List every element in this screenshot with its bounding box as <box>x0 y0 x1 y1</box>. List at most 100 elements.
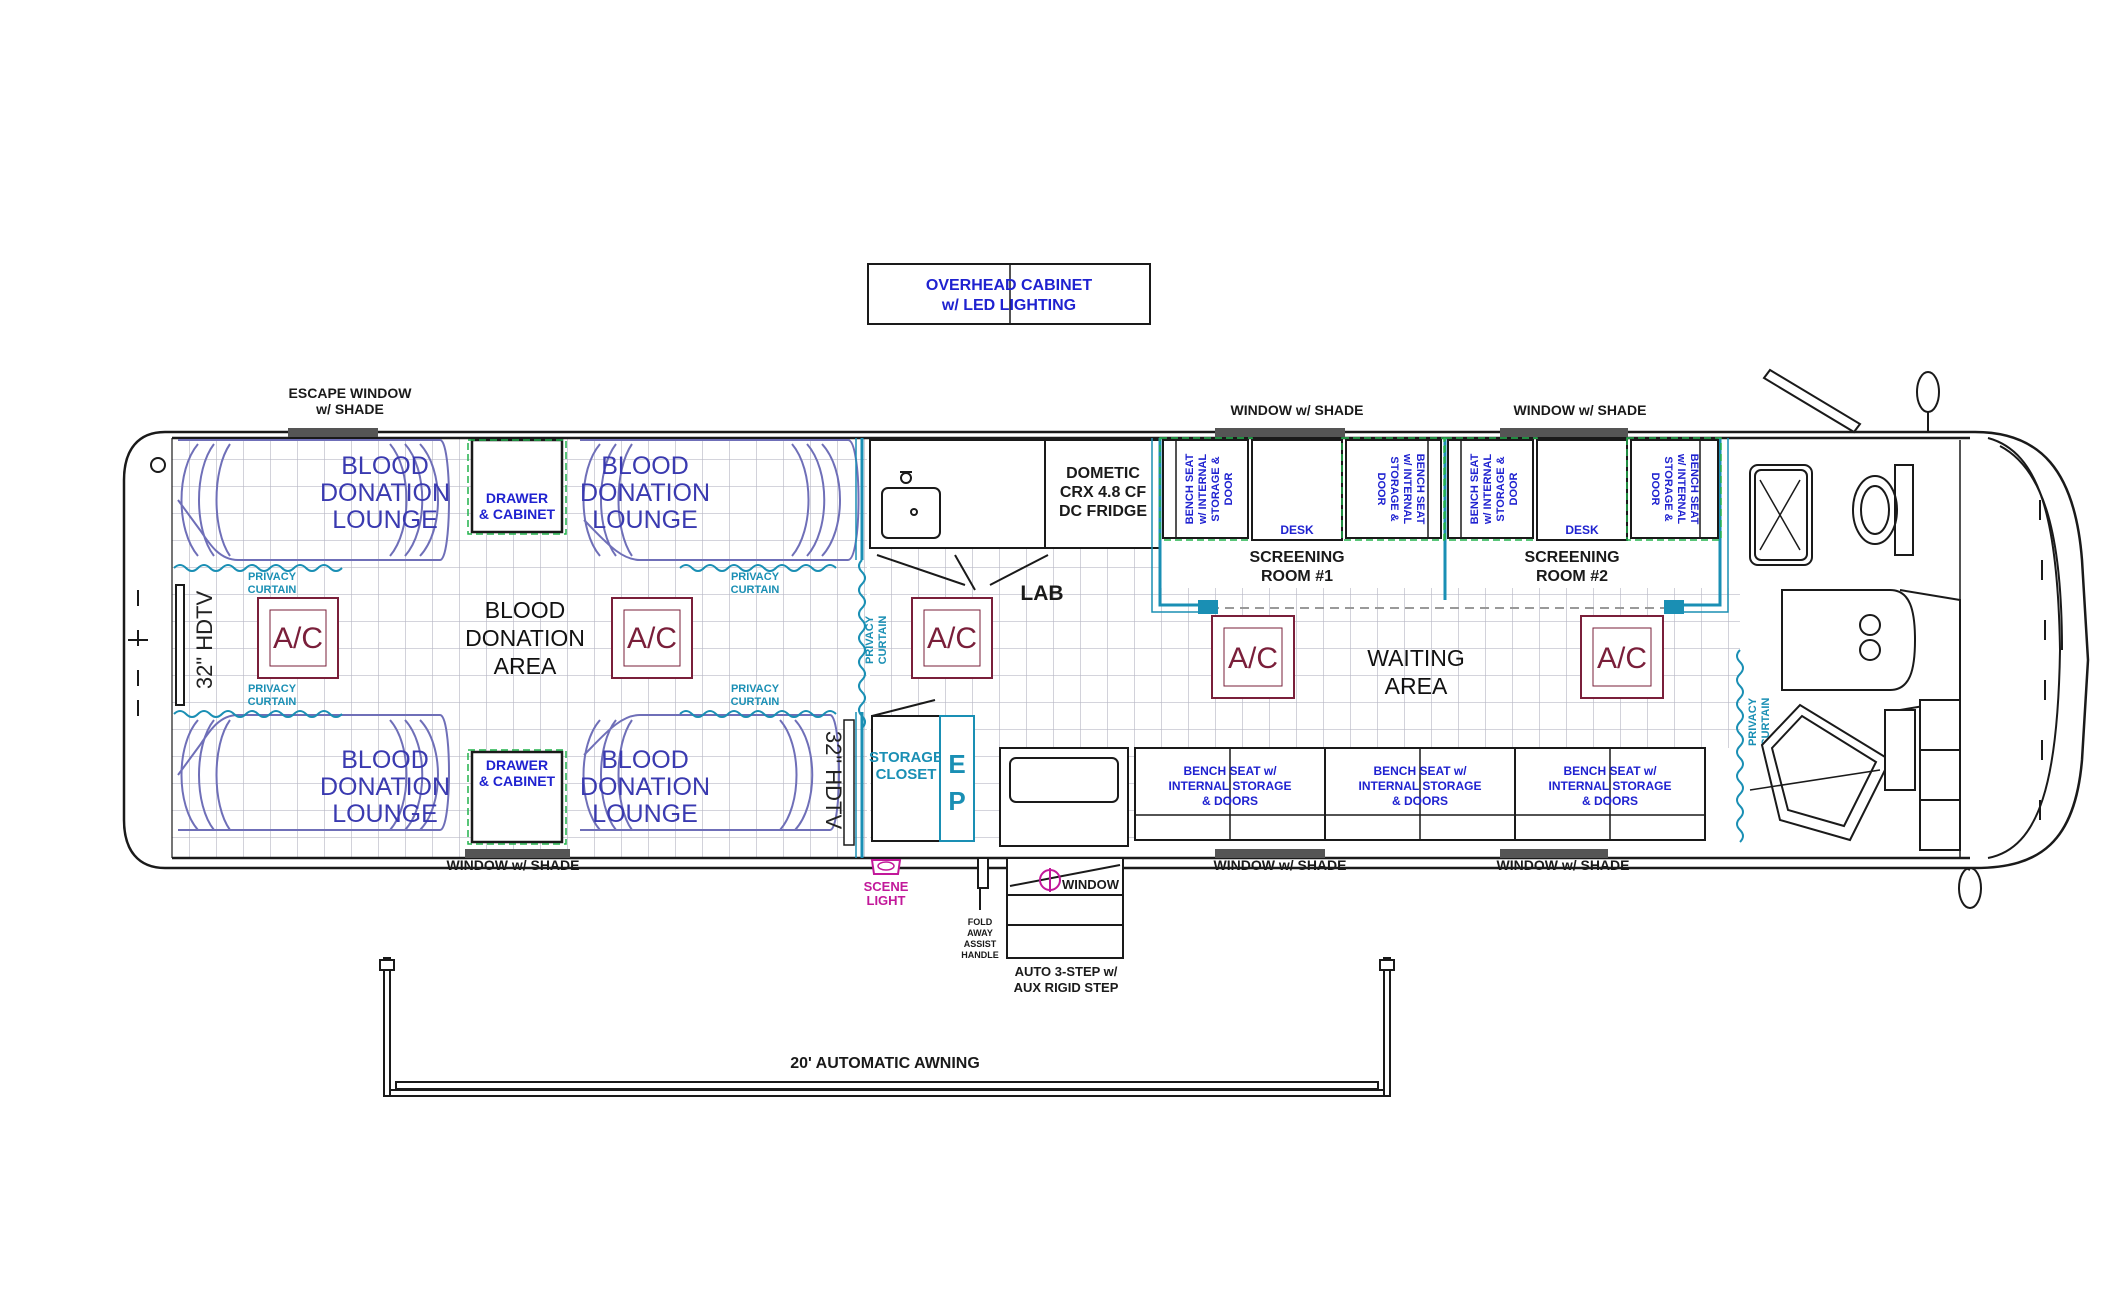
scene-light: SCENE LIGHT <box>864 859 909 908</box>
svg-text:PRIVACY: PRIVACY <box>864 615 876 664</box>
svg-text:BLOOD: BLOOD <box>601 746 689 774</box>
blood-donation-area-label: BLOOD DONATION AREA <box>465 597 585 679</box>
svg-text:STORAGE: STORAGE <box>869 749 943 766</box>
svg-text:A/C: A/C <box>627 622 677 655</box>
storage-closet: STORAGE CLOSET <box>869 699 943 842</box>
svg-text:w/ INTERNAL: w/ INTERNAL <box>1675 453 1687 525</box>
svg-text:AUTO 3-STEP w/: AUTO 3-STEP w/ <box>1015 964 1118 979</box>
lounge-label-top-right: BLOOD DONATION LOUNGE <box>580 452 710 534</box>
svg-text:32" HDTV: 32" HDTV <box>192 591 217 690</box>
svg-text:32" HDTV: 32" HDTV <box>821 731 846 830</box>
svg-text:CURTAIN: CURTAIN <box>731 696 780 708</box>
bench-seat-bottom-2: BENCH SEAT w/ INTERNAL STORAGE & DOORS <box>1324 747 1516 841</box>
svg-text:STORAGE &: STORAGE & <box>1495 456 1507 521</box>
privacy-curtain-lines <box>173 559 1744 843</box>
svg-text:ASSIST: ASSIST <box>964 939 997 949</box>
lounge-chair-bottom-right <box>580 714 840 831</box>
rear-details <box>128 457 185 716</box>
svg-text:LOUNGE: LOUNGE <box>332 800 438 828</box>
wiper-icon <box>1762 368 1862 434</box>
svg-text:CURTAIN: CURTAIN <box>248 696 297 708</box>
steering-wheel-icon <box>1852 464 1914 556</box>
svg-text:INTERNAL STORAGE: INTERNAL STORAGE <box>1359 779 1482 793</box>
awning <box>379 957 1395 1097</box>
svg-text:BENCH SEAT w/: BENCH SEAT w/ <box>1373 764 1467 778</box>
svg-text:FOLD: FOLD <box>968 917 993 927</box>
svg-text:ROOM #1: ROOM #1 <box>1261 568 1333 585</box>
svg-text:DONATION: DONATION <box>320 479 450 507</box>
bench-seat-room1-right: DOOR STORAGE & w/ INTERNAL BENCH SEAT <box>1341 437 1445 541</box>
desk-room1: DESK <box>1251 439 1343 541</box>
lounge-chair-top-left <box>177 439 450 561</box>
bench-seat-room2-right: DOOR STORAGE & w/ INTERNAL BENCH SEAT <box>1626 437 1722 541</box>
privacy-curtain-label-4: PRIVACY CURTAIN <box>731 683 780 708</box>
window-shade-label: WINDOW w/ SHADE <box>1514 402 1647 418</box>
ac-unit-3: A/C <box>911 597 993 679</box>
window-shade-label: WINDOW w/ SHADE <box>1214 857 1347 873</box>
door-window-label: WINDOW <box>1062 877 1120 892</box>
screening-room-posts <box>1198 600 1684 614</box>
svg-text:DESK: DESK <box>1565 523 1599 537</box>
window-bottom-2: WINDOW w/ SHADE <box>1214 849 1347 873</box>
lab-counter <box>869 439 1161 591</box>
bench-seat-bottom-1: BENCH SEAT w/ INTERNAL STORAGE & DOORS <box>1134 747 1326 841</box>
desk-room2: DESK <box>1536 439 1628 541</box>
svg-text:BENCH SEAT: BENCH SEAT <box>1688 454 1700 525</box>
windshield <box>1959 437 2063 859</box>
escape-window-label-1: ESCAPE WINDOW <box>289 385 413 401</box>
svg-text:LIGHT: LIGHT <box>867 893 906 908</box>
svg-text:& DOORS: & DOORS <box>1582 794 1638 808</box>
svg-text:LOUNGE: LOUNGE <box>332 506 438 534</box>
svg-text:w/ INTERNAL: w/ INTERNAL <box>1401 453 1413 525</box>
overhead-cabinet-line2: w/ LED LIGHTING <box>941 297 1076 314</box>
electrical-panel: E P <box>939 715 975 842</box>
entry-door <box>977 747 1129 889</box>
svg-text:BLOOD: BLOOD <box>341 746 429 774</box>
svg-text:P: P <box>948 786 965 816</box>
svg-text:CRX 4.8 CF: CRX 4.8 CF <box>1060 484 1146 501</box>
privacy-curtain-label-6: PRIVACY CURTAIN <box>1747 697 1772 746</box>
fridge-label: DOMETIC CRX 4.8 CF DC FRIDGE <box>1059 465 1147 520</box>
awning-label: 20' AUTOMATIC AWNING <box>790 1055 980 1072</box>
svg-text:DOOR: DOOR <box>1649 473 1661 506</box>
svg-text:SCREENING: SCREENING <box>1249 549 1344 566</box>
svg-text:A/C: A/C <box>273 622 323 655</box>
bench-seat-room2-left: BENCH SEAT w/ INTERNAL STORAGE & DOOR <box>1444 437 1538 541</box>
svg-text:PRIVACY: PRIVACY <box>1747 697 1759 746</box>
window-shade-label: WINDOW w/ SHADE <box>1231 402 1364 418</box>
window-bottom-1: WINDOW w/ SHADE <box>447 849 580 873</box>
privacy-curtain-label-3: PRIVACY CURTAIN <box>248 683 297 708</box>
svg-text:BENCH SEAT w/: BENCH SEAT w/ <box>1563 764 1657 778</box>
privacy-curtain-label-2: PRIVACY CURTAIN <box>731 571 780 596</box>
svg-text:BLOOD: BLOOD <box>601 452 689 480</box>
step-label: AUTO 3-STEP w/ AUX RIGID STEP <box>1014 964 1119 995</box>
svg-text:LOUNGE: LOUNGE <box>592 800 698 828</box>
privacy-curtain-label-1: PRIVACY CURTAIN <box>248 571 297 596</box>
svg-text:& DOORS: & DOORS <box>1202 794 1258 808</box>
svg-text:& CABINET: & CABINET <box>479 773 556 789</box>
ac-unit-2: A/C <box>611 597 693 679</box>
svg-text:& DOORS: & DOORS <box>1392 794 1448 808</box>
bench-seat-bottom-3: BENCH SEAT w/ INTERNAL STORAGE & DOORS <box>1514 747 1706 841</box>
hdtv-bottom: 32" HDTV <box>821 719 855 846</box>
svg-text:DONATION: DONATION <box>580 773 710 801</box>
svg-text:A/C: A/C <box>927 622 977 655</box>
overhead-cabinet-legend: OVERHEAD CABINET w/ LED LIGHTING <box>867 263 1151 325</box>
entry-step <box>1006 857 1124 959</box>
screening-room-1-label: SCREENING ROOM #1 <box>1249 549 1344 585</box>
lounge-chair-top-right <box>580 439 860 561</box>
svg-text:CLOSET: CLOSET <box>876 766 937 783</box>
lounge-label-top-left: BLOOD DONATION LOUNGE <box>320 452 450 534</box>
svg-text:AREA: AREA <box>494 653 557 679</box>
svg-text:AUX RIGID STEP: AUX RIGID STEP <box>1014 980 1119 995</box>
driver-seat-icon <box>1749 464 1813 566</box>
drawer-cabinet-bottom: DRAWER & CABINET <box>467 749 567 845</box>
screening-room-2-label: SCREENING ROOM #2 <box>1524 549 1619 585</box>
svg-text:w/ INTERNAL: w/ INTERNAL <box>1482 454 1494 526</box>
svg-text:INTERNAL STORAGE: INTERNAL STORAGE <box>1169 779 1292 793</box>
svg-text:AREA: AREA <box>1385 673 1448 699</box>
svg-text:A/C: A/C <box>1597 642 1647 675</box>
lounge-chair-bottom-left <box>177 714 450 831</box>
passenger-seat-icon <box>1749 703 1916 842</box>
